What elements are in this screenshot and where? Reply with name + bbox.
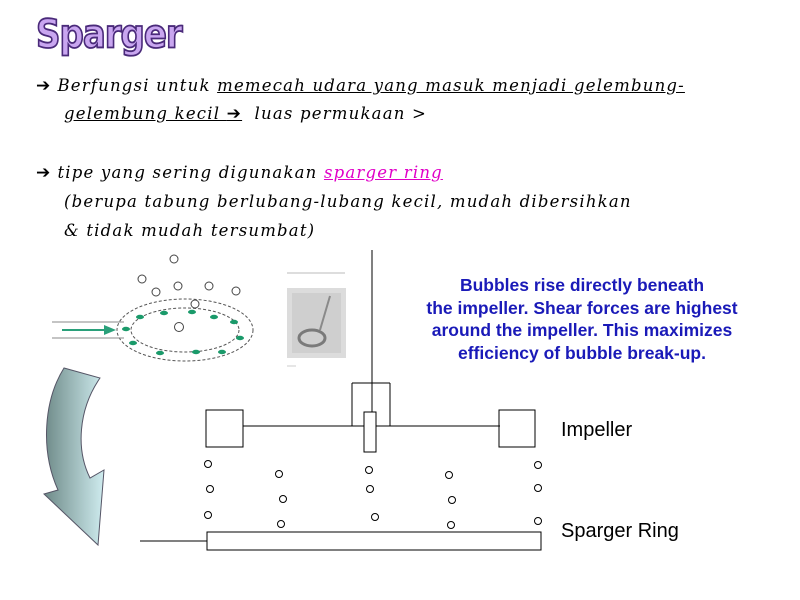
info-line-1: Bubbles rise directly beneath (459, 275, 705, 295)
sparger-photo (287, 272, 346, 367)
arrow-right-icon: ➔ (36, 163, 52, 183)
bullet-2-line-1: ➔ tipe yang sering digunakan sparger ring (36, 163, 443, 183)
bullet-2-line-2: (berupa tabung berlubang-lubang kecil, m… (64, 192, 632, 211)
info-line-2: the impeller. Shear forces are highest (426, 297, 738, 318)
bullet-1-line-2: gelembung kecil ➔ luas permukaan > (64, 104, 427, 124)
bullet-1-line-2-underlined: gelembung kecil (64, 104, 227, 123)
info-line-4: efficiency of bubble break-up. (458, 342, 706, 363)
impeller-label: Impeller (561, 419, 633, 441)
rising-bubbles (137, 254, 241, 332)
bubble-columns (204, 460, 542, 529)
sparger-ring-link[interactable]: sparger ring (323, 163, 443, 182)
arrow-right-icon: ➔ (226, 104, 243, 124)
flow-arrow-icon (104, 325, 116, 335)
bullet-1-line-2-rest: luas permukaan > (248, 104, 428, 123)
info-text: Bubbles rise directly beneath the impell… (382, 274, 782, 364)
impeller-hub (363, 411, 377, 453)
impeller-assembly (140, 250, 542, 551)
bullet-2-line-3: & tidak mudah tersumbat) (64, 221, 316, 240)
curved-arrow-icon (43, 367, 105, 547)
sparger-ring-label: Sparger Ring (561, 520, 679, 542)
bullet-1-line-1: ➔ Berfungsi untuk memecah udara yang masu… (36, 76, 685, 96)
sparger-ring-pipe (206, 531, 542, 551)
sparger-ring-illustration (52, 254, 254, 362)
bullet-1-prefix: Berfungsi untuk (57, 76, 218, 95)
slide-title: Sparger (35, 11, 183, 59)
bullet-1-underlined: memecah udara yang masuk menjadi gelembu… (217, 76, 685, 95)
impeller-blade-left (205, 409, 244, 448)
ring-holes (122, 309, 244, 356)
bullet-2-prefix: tipe yang sering digunakan (57, 163, 324, 182)
arrow-right-icon: ➔ (36, 76, 52, 96)
impeller-blade-right (498, 409, 536, 448)
info-line-3: around the impeller. This maximizes (431, 320, 733, 340)
